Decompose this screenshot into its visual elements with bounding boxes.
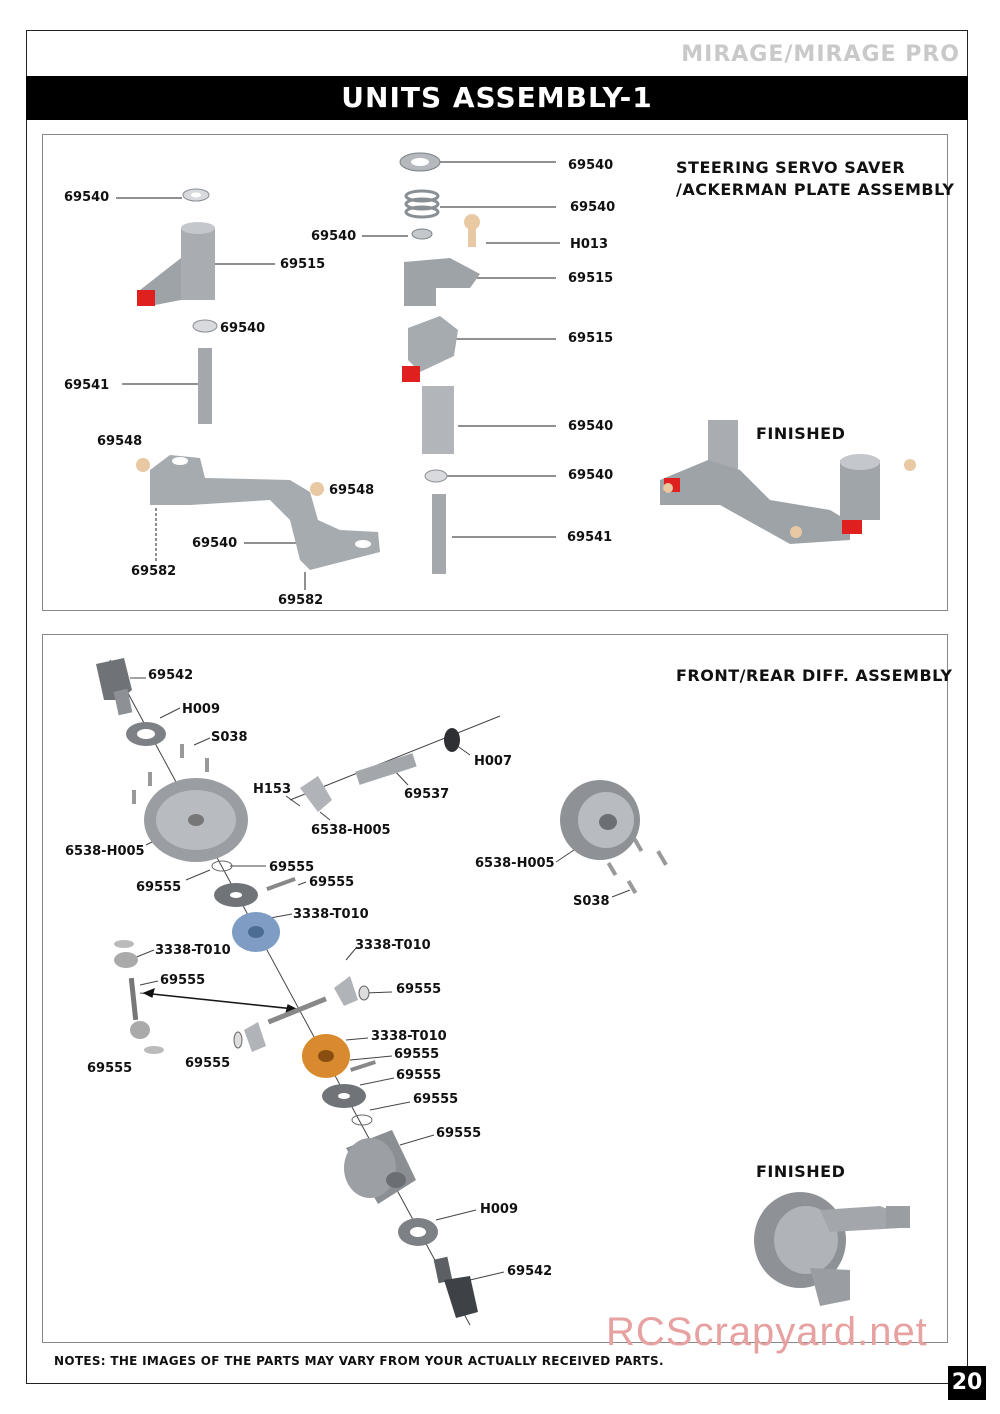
part-label: 69582 xyxy=(131,564,177,579)
part-label: 3338-T010 xyxy=(293,907,369,922)
part-label: H007 xyxy=(474,754,513,769)
steering-finished-label: FINISHED xyxy=(756,424,846,443)
steering-heading-line1: STEERING SERVO SAVER xyxy=(676,158,906,177)
diff-finished-label: FINISHED xyxy=(756,1162,846,1181)
part-label: 69541 xyxy=(64,378,110,393)
steering-heading-line2: /ACKERMAN PLATE ASSEMBLY xyxy=(676,180,955,199)
part-label: 69542 xyxy=(148,668,194,683)
diff-parts xyxy=(96,658,478,1318)
brand-title: MIRAGE/MIRAGE PRO xyxy=(681,42,960,67)
page-number: 20 xyxy=(948,1366,986,1400)
part-label: 69555 xyxy=(396,982,442,997)
part-label: 69540 xyxy=(570,200,616,215)
part-label: 69555 xyxy=(160,973,206,988)
part-label: H009 xyxy=(480,1202,519,1217)
part-label: 69555 xyxy=(185,1056,231,1071)
part-label: 69555 xyxy=(309,875,355,890)
part-label: 69540 xyxy=(568,468,614,483)
left-servo-saver-parts xyxy=(136,188,380,570)
part-label: 69540 xyxy=(311,229,357,244)
part-label: 69542 xyxy=(507,1264,553,1279)
part-label: 69540 xyxy=(64,190,110,205)
part-label: 3338-T010 xyxy=(371,1029,447,1044)
part-label: 69548 xyxy=(97,434,143,449)
part-label: 69582 xyxy=(278,593,324,608)
part-label: 69540 xyxy=(568,158,614,173)
right-servo-saver-parts xyxy=(399,152,480,574)
part-label: 69555 xyxy=(396,1068,442,1083)
page-frame xyxy=(26,30,968,1384)
part-label: 3338-T010 xyxy=(355,938,431,953)
part-label: 69540 xyxy=(220,321,266,336)
part-label: H013 xyxy=(570,237,609,252)
page-title: UNITS ASSEMBLY-1 xyxy=(26,76,968,120)
part-label: 69540 xyxy=(192,536,238,551)
part-label: 3338-T010 xyxy=(155,943,231,958)
part-label: 69555 xyxy=(394,1047,440,1062)
part-label: 6538-H005 xyxy=(475,856,555,871)
part-label: 69515 xyxy=(568,331,614,346)
part-label: 69515 xyxy=(280,257,326,272)
part-label: S038 xyxy=(211,730,248,745)
notes-text: NOTES: THE IMAGES OF THE PARTS MAY VARY … xyxy=(54,1354,664,1368)
part-label: 69537 xyxy=(404,787,450,802)
part-label: 69555 xyxy=(136,880,182,895)
watermark: RCScrapyard.net xyxy=(606,1310,928,1354)
part-label: 69515 xyxy=(568,271,614,286)
part-label: 69540 xyxy=(568,419,614,434)
diff-heading: FRONT/REAR DIFF. ASSEMBLY xyxy=(676,666,953,685)
part-label: 69548 xyxy=(329,483,375,498)
part-label: 6538-H005 xyxy=(311,823,391,838)
finished-steering-image xyxy=(660,420,916,544)
ring-gear-assembled xyxy=(560,780,668,895)
part-label: H153 xyxy=(253,782,292,797)
part-label: H009 xyxy=(182,702,221,717)
part-label: S038 xyxy=(573,894,610,909)
part-label: 6538-H005 xyxy=(65,844,145,859)
part-label: 69555 xyxy=(413,1092,459,1107)
part-label: 69555 xyxy=(436,1126,482,1141)
part-label: 69555 xyxy=(269,860,315,875)
part-label: 69541 xyxy=(567,530,613,545)
finished-diff-image xyxy=(754,1192,910,1306)
part-label: 69555 xyxy=(87,1061,133,1076)
